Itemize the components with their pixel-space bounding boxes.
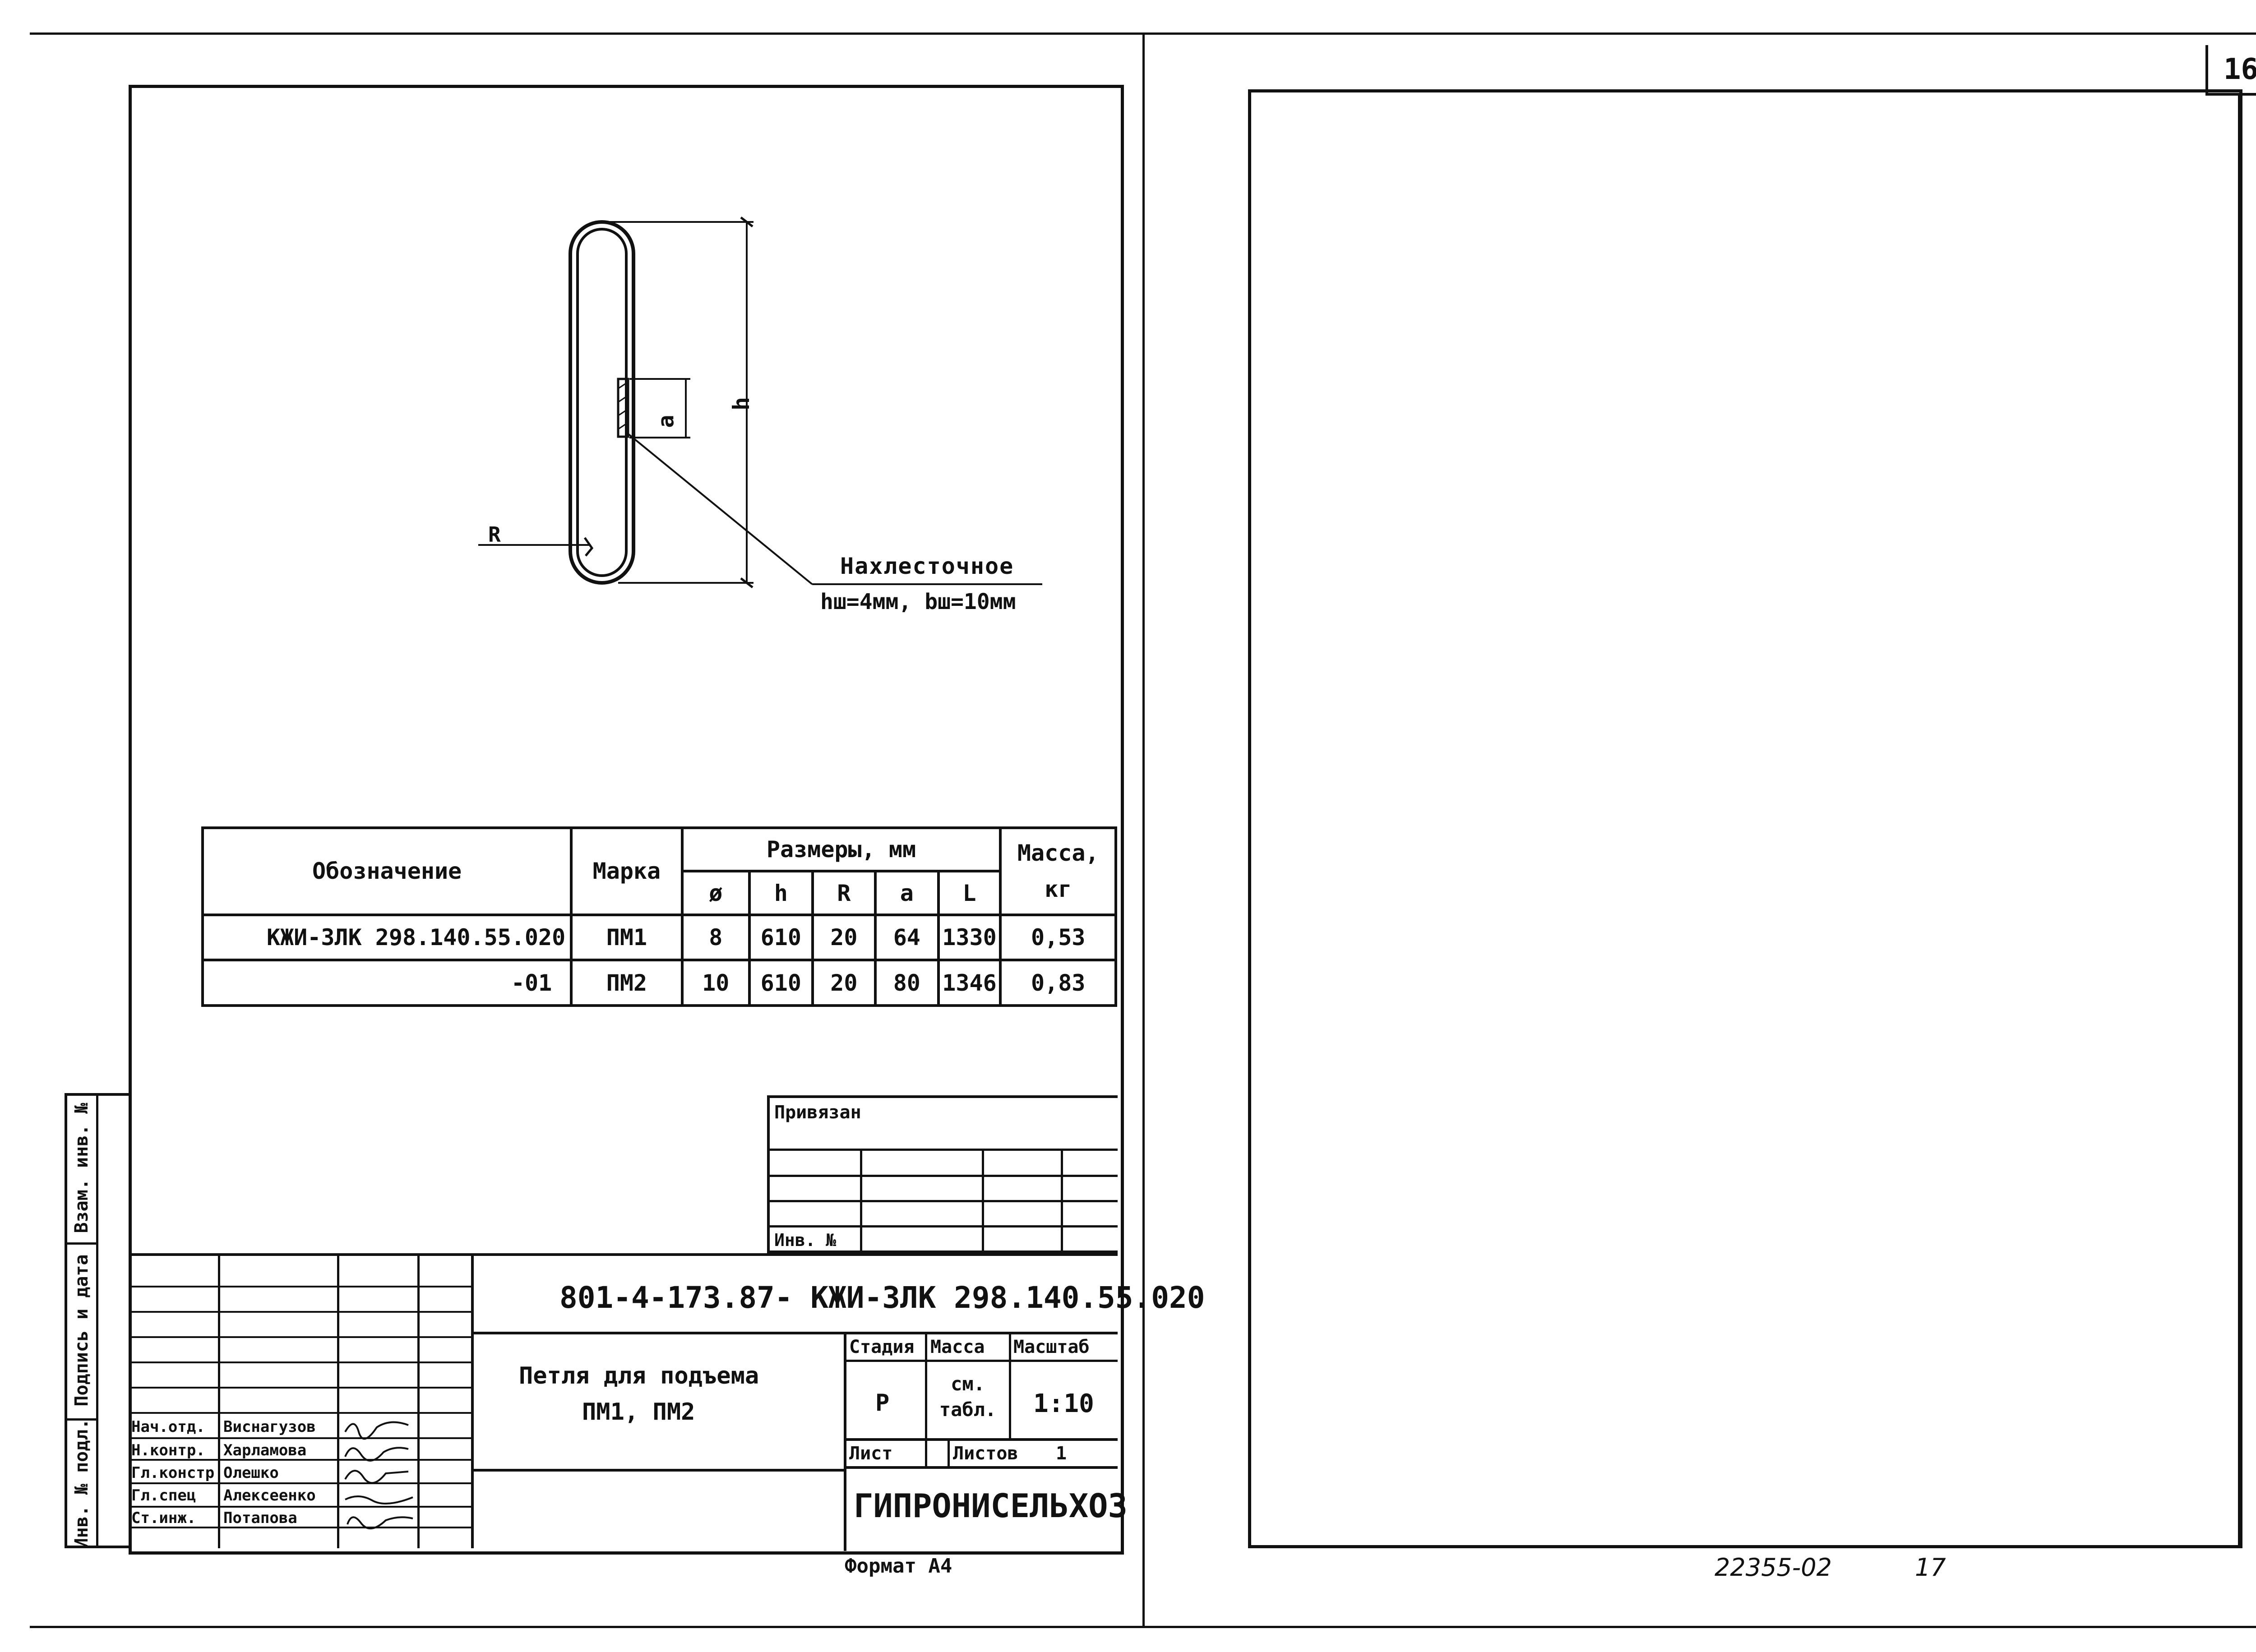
scale-value: 1:10	[1033, 1389, 1094, 1418]
loop-drawing	[478, 217, 1042, 588]
row1-mass: 0,53	[999, 913, 1117, 962]
right-frame-shadow	[2238, 93, 2242, 1548]
staff-role-1: Нач.отд.	[131, 1418, 205, 1436]
header-r: R	[811, 870, 877, 916]
staff-name-3: Олешко	[223, 1464, 279, 1482]
row2-designation: -01	[201, 959, 573, 1007]
staff-grid: Нач.отд. Виснагузов Н.контр. Харламова Г…	[129, 1253, 474, 1548]
header-a: a	[874, 870, 940, 916]
side-stamp: Инв. № подл. Подпись и дата Взам. инв. №	[65, 1093, 129, 1549]
title-block-main: 801-4-173.87- КЖИ-3ЛК 298.140.55.020 Пет…	[474, 1253, 1205, 1551]
right-frame	[1248, 89, 2242, 1548]
staff-role-4: Гл.спец	[131, 1486, 196, 1504]
staff-role-3: Гл.констр	[131, 1464, 215, 1482]
header-phi: ø	[680, 870, 751, 916]
sheet-number: 16	[2224, 53, 2256, 86]
row1-l: 1330	[937, 913, 1002, 962]
row2-phi: 10	[680, 959, 751, 1007]
row2-mark: ПМ2	[570, 959, 684, 1007]
left-frame	[129, 85, 1124, 1555]
row1-h: 610	[748, 913, 814, 962]
side-stamp-inv-orig: Инв. № подл.	[71, 1418, 92, 1549]
center-fold-line	[1142, 32, 1145, 1628]
format-label: Формат А4	[845, 1555, 952, 1578]
signatures	[344, 1421, 413, 1530]
title-line-1: Петля для подъема	[519, 1362, 759, 1389]
row1-a: 64	[874, 913, 940, 962]
row1-r: 20	[811, 913, 877, 962]
staff-name-1: Виснагузов	[223, 1418, 316, 1436]
header-dimensions: Размеры, мм	[680, 826, 1002, 873]
organization: ГИПРОНИСЕЛЬХОЗ	[854, 1487, 1128, 1525]
doc-ref: 22355-02	[1715, 1553, 1832, 1582]
binding-title: Привязан	[774, 1102, 861, 1123]
stage-label: Стадия	[849, 1337, 915, 1357]
row2-l: 1346	[937, 959, 1002, 1007]
header-l: L	[937, 870, 1002, 916]
header-mark: Марка	[570, 826, 684, 916]
row2-r: 20	[811, 959, 877, 1007]
spec-table: Обозначение Марка Размеры, мм Масса, кг …	[201, 826, 1117, 1007]
radius-label: R	[488, 522, 501, 547]
row1-designation: КЖИ-3ЛК 298.140.55.020	[201, 913, 573, 962]
binding-inv: Инв. №	[774, 1230, 837, 1250]
table-row: -01 ПМ2 10 610 20 80 1346 0,83	[201, 959, 1117, 1007]
table-row: КЖИ-3ЛК 298.140.55.020 ПМ1 8 610 20 64 1…	[201, 913, 1117, 962]
row1-phi: 8	[680, 913, 751, 962]
staff-role-5: Ст.инж.	[131, 1509, 196, 1527]
sheets-label: Листов	[953, 1443, 1018, 1464]
row2-a: 80	[874, 959, 940, 1007]
page-ref: 17	[1915, 1553, 1946, 1582]
row2-h: 610	[748, 959, 814, 1007]
header-designation: Обозначение	[201, 826, 573, 916]
stage-value: Р	[875, 1389, 890, 1417]
overlap-label: a	[653, 415, 679, 428]
mass-label: Масса	[930, 1337, 985, 1357]
staff-name-4: Алексеенко	[223, 1486, 316, 1504]
title-line-2: ПМ1, ПМ2	[582, 1398, 695, 1426]
sheet-number-box: 16	[2205, 45, 2256, 96]
sheet-label: Лист	[849, 1443, 893, 1464]
sheets-value: 1	[1056, 1443, 1067, 1464]
weld-note-title: Нахлесточное	[840, 553, 1014, 579]
staff-role-2: Н.контр.	[131, 1441, 205, 1459]
doc-code: 801-4-173.87- КЖИ-3ЛК 298.140.55.020	[559, 1280, 1205, 1315]
header-h: h	[748, 870, 814, 916]
binding-block: Привязан Инв. №	[767, 1095, 1118, 1253]
mass-value: см. табл.	[939, 1373, 997, 1421]
staff-name-5: Потапова	[223, 1509, 297, 1527]
side-stamp-inv-repl: Взам. инв. №	[71, 1103, 92, 1233]
scale-label: Масштаб	[1013, 1337, 1090, 1357]
height-label: h	[728, 397, 755, 411]
staff-name-2: Харламова	[223, 1441, 307, 1459]
side-stamp-sign-date: Подпись и дата	[71, 1254, 92, 1407]
header-mass: Масса, кг	[999, 826, 1117, 916]
weld-note-dims: hш=4мм, bш=10мм	[820, 589, 1016, 614]
row2-mass: 0,83	[999, 959, 1117, 1007]
row1-mark: ПМ1	[570, 913, 684, 962]
